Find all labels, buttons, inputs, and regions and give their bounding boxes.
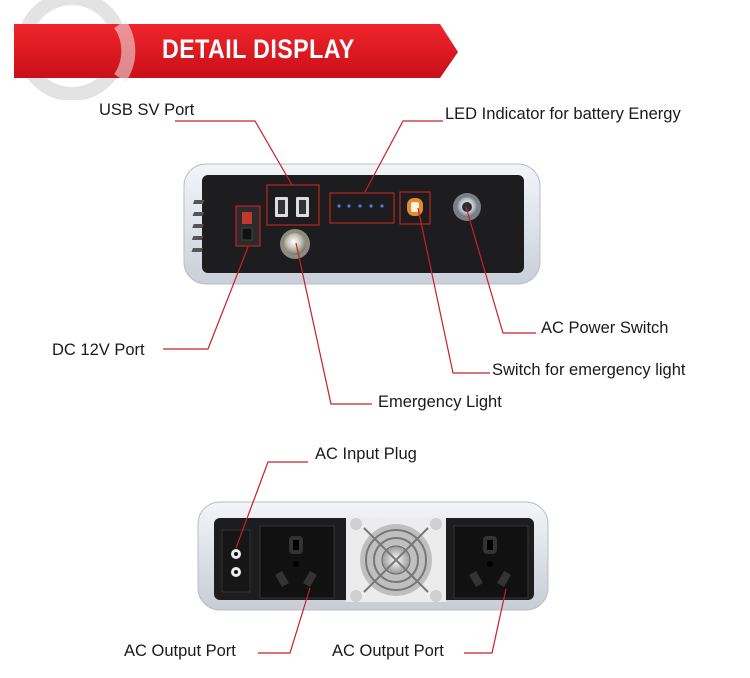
label-dc-port: DC 12V Port <box>52 341 145 359</box>
ac-power-switch <box>453 193 481 221</box>
label-emergency-switch: Switch for emergency light <box>492 361 686 379</box>
title-banner <box>14 0 458 100</box>
ac-input-socket <box>221 529 251 593</box>
emergency-lamp <box>280 229 310 259</box>
usb-ports <box>266 184 320 226</box>
callout-led <box>364 120 443 193</box>
callout-ac-input <box>235 461 308 549</box>
left-vent <box>191 200 205 252</box>
back-panel-device <box>197 501 549 611</box>
cooling-fan <box>346 518 446 602</box>
dc-port <box>235 205 261 247</box>
label-ac-input-plug: AC Input Plug <box>315 445 417 463</box>
label-usb-port: USB SV Port <box>99 101 195 119</box>
callout-emergency-switch <box>417 207 490 374</box>
label-ac-power-switch: AC Power Switch <box>541 319 669 337</box>
callout-ac-switch <box>465 206 536 334</box>
callout-ac-output-right <box>464 588 507 654</box>
callout-emergency-light <box>295 242 372 405</box>
label-ac-output-right: AC Output Port <box>332 642 444 660</box>
ac-outlet-left <box>259 525 335 599</box>
front-panel-device <box>183 163 541 285</box>
ac-outlet-right <box>453 525 529 599</box>
callout-ac-output-left <box>258 587 311 654</box>
label-ac-output-left: AC Output Port <box>124 642 236 660</box>
label-emergency-light: Emergency Light <box>378 393 502 411</box>
led-indicator <box>329 192 395 224</box>
callout-dc <box>163 246 249 350</box>
label-led-indicator: LED Indicator for battery Energy <box>445 105 681 123</box>
banner-title: DETAIL DISPLAY <box>162 34 355 64</box>
callout-usb <box>175 120 293 186</box>
